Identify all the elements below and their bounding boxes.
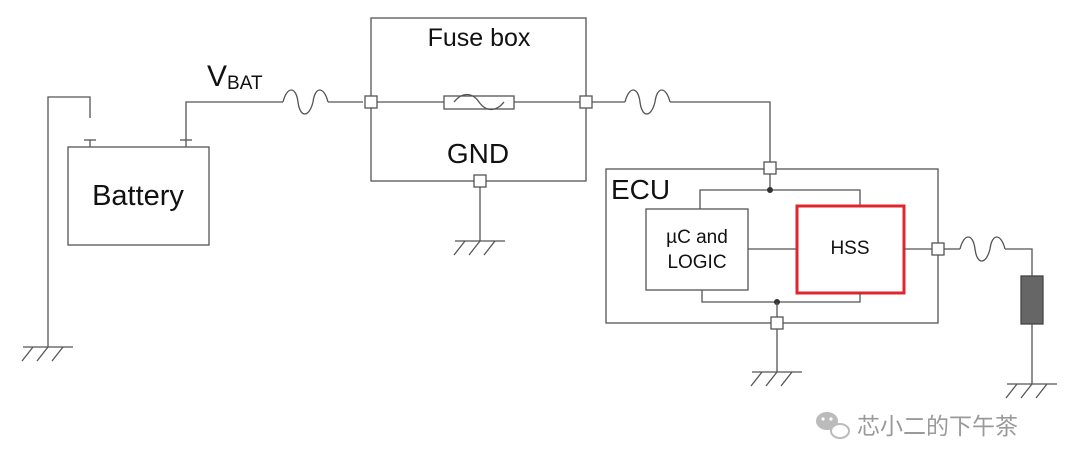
ecu-label: ECU [611, 174, 670, 205]
load-resistor [1020, 275, 1044, 325]
supply-junction [767, 187, 773, 193]
ecu-supply-rail [699, 189, 861, 209]
battery-box [67, 146, 210, 246]
ground-symbol-fusebox [453, 240, 505, 256]
ecu-ground-rail [701, 290, 861, 303]
fuse-box-terminal-out [579, 95, 593, 109]
uc-logic-box [645, 208, 749, 291]
battery-positive-wire [180, 101, 283, 147]
ground-symbol-load [1005, 383, 1057, 399]
vbat-subscript: BAT [227, 73, 263, 94]
gnd-label: GND [447, 138, 509, 169]
hss-box [795, 204, 906, 295]
hss-label: HSS [830, 238, 869, 259]
battery-label: Battery [92, 180, 184, 212]
wechat-logo-icon [816, 412, 850, 439]
fuse-element [453, 93, 505, 111]
uc-logic-label-line2: LOGIC [667, 252, 726, 273]
fuse-box-ground-terminal [473, 174, 487, 188]
harness-inductor-3 [959, 236, 1006, 262]
fuse-box-terminal-in [364, 95, 378, 109]
ground-symbol-battery [21, 346, 73, 362]
uc-logic-label-line1: µC and [666, 227, 728, 248]
watermark-text: 芯小二的下午茶 [857, 413, 1018, 439]
fuse-box-label: Fuse box [428, 24, 531, 52]
battery-left-wire [47, 96, 96, 347]
vbat-label: VBAT [207, 60, 263, 94]
harness-inductor-1 [282, 89, 329, 115]
ecu-output-terminal [931, 242, 945, 256]
ground-symbol-ecu [750, 371, 802, 387]
vbat-main: V [207, 60, 227, 93]
ecu-ground-terminal [770, 316, 784, 330]
harness-inductor-2 [624, 89, 671, 115]
ecu-supply-terminal [763, 161, 777, 175]
